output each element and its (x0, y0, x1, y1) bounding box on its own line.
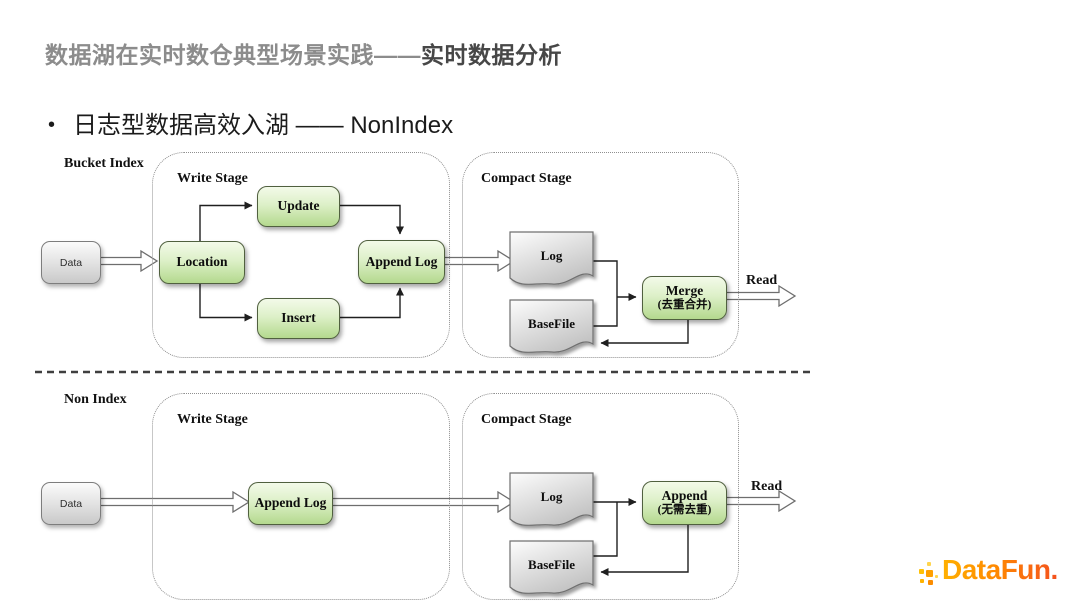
write-stage-container-top (152, 152, 450, 358)
bullet-line: • 日志型数据高效入湖 —— NonIndex (48, 105, 453, 140)
datafun-logo-text: DataFun. (942, 554, 1058, 585)
append-log-node-top-label: Append Log (365, 253, 438, 269)
update-node: Update (257, 186, 340, 227)
append-node-sublabel: (无需去重) (657, 504, 712, 517)
write-stage-container-bottom (152, 393, 450, 600)
data-node-bottom: Data (41, 482, 101, 525)
bucket-index-label: Bucket Index (64, 156, 144, 171)
append-log-node-bottom-label: Append Log (254, 495, 327, 511)
bullet-text: 日志型数据高效入湖 —— NonIndex (73, 112, 454, 139)
log-file-shape-top (509, 231, 594, 285)
update-node-label: Update (277, 198, 320, 214)
basefile-label-top: BaseFile (528, 316, 575, 331)
write-stage-title-top: Write Stage (177, 171, 248, 186)
basefile-shape-top (509, 299, 594, 353)
compact-stage-title-bottom: Compact Stage (481, 412, 572, 427)
append-node-label: Append (661, 488, 708, 504)
location-node: Location (159, 241, 245, 284)
read-label-bottom: Read (751, 479, 783, 494)
arrow-data-to-appendlog (98, 490, 251, 514)
merge-node-sublabel: (去重合并) (657, 299, 712, 312)
top-compact-stage-connectors (593, 260, 689, 347)
arrow-merge-to-read (724, 284, 797, 308)
page-title-prefix: 数据湖在实时数仓典型场景实践—— (45, 42, 421, 68)
arrow-appendlog-to-log-bottom (330, 490, 516, 514)
page-title-emphasis: 实时数据分析 (421, 42, 562, 68)
arrow-data-to-location (98, 249, 159, 273)
merge-node-label: Merge (665, 283, 704, 299)
location-node-label: Location (176, 254, 228, 270)
basefile-label-bottom: BaseFile (528, 557, 575, 572)
log-file-shape-bottom (509, 472, 594, 526)
append-node: Append (无需去重) (642, 481, 727, 525)
non-index-label: Non Index (64, 392, 127, 407)
insert-node-label: Insert (281, 310, 316, 326)
append-log-node-bottom: Append Log (248, 482, 333, 525)
data-node-top: Data (41, 241, 101, 284)
read-label-top: Read (746, 273, 778, 288)
data-node-bottom-label: Data (59, 497, 83, 510)
append-log-node-top: Append Log (358, 240, 445, 284)
arrow-appendlog-to-log (442, 249, 516, 273)
arrow-append-to-read (724, 489, 797, 513)
insert-node: Insert (257, 298, 340, 339)
compact-stage-container-bottom (462, 393, 739, 600)
bullet-marker: • (48, 114, 56, 136)
datafun-logo-mosaic-icon (918, 558, 942, 594)
write-stage-title-bottom: Write Stage (177, 412, 248, 427)
log-label-top: Log (540, 248, 563, 263)
datafun-logo: DataFun. (918, 554, 1058, 594)
merge-node: Merge (去重合并) (642, 276, 727, 320)
compact-stage-title-top: Compact Stage (481, 171, 572, 186)
compact-stage-container-top (462, 152, 739, 358)
page-title: 数据湖在实时数仓典型场景实践——实时数据分析 (45, 36, 562, 70)
bottom-compact-stage-connectors (593, 498, 689, 576)
log-label-bottom: Log (540, 489, 563, 504)
basefile-shape-bottom (509, 540, 594, 594)
data-node-top-label: Data (59, 256, 83, 269)
top-write-stage-connectors (199, 201, 404, 322)
hollow-flow-arrows (98, 249, 797, 514)
